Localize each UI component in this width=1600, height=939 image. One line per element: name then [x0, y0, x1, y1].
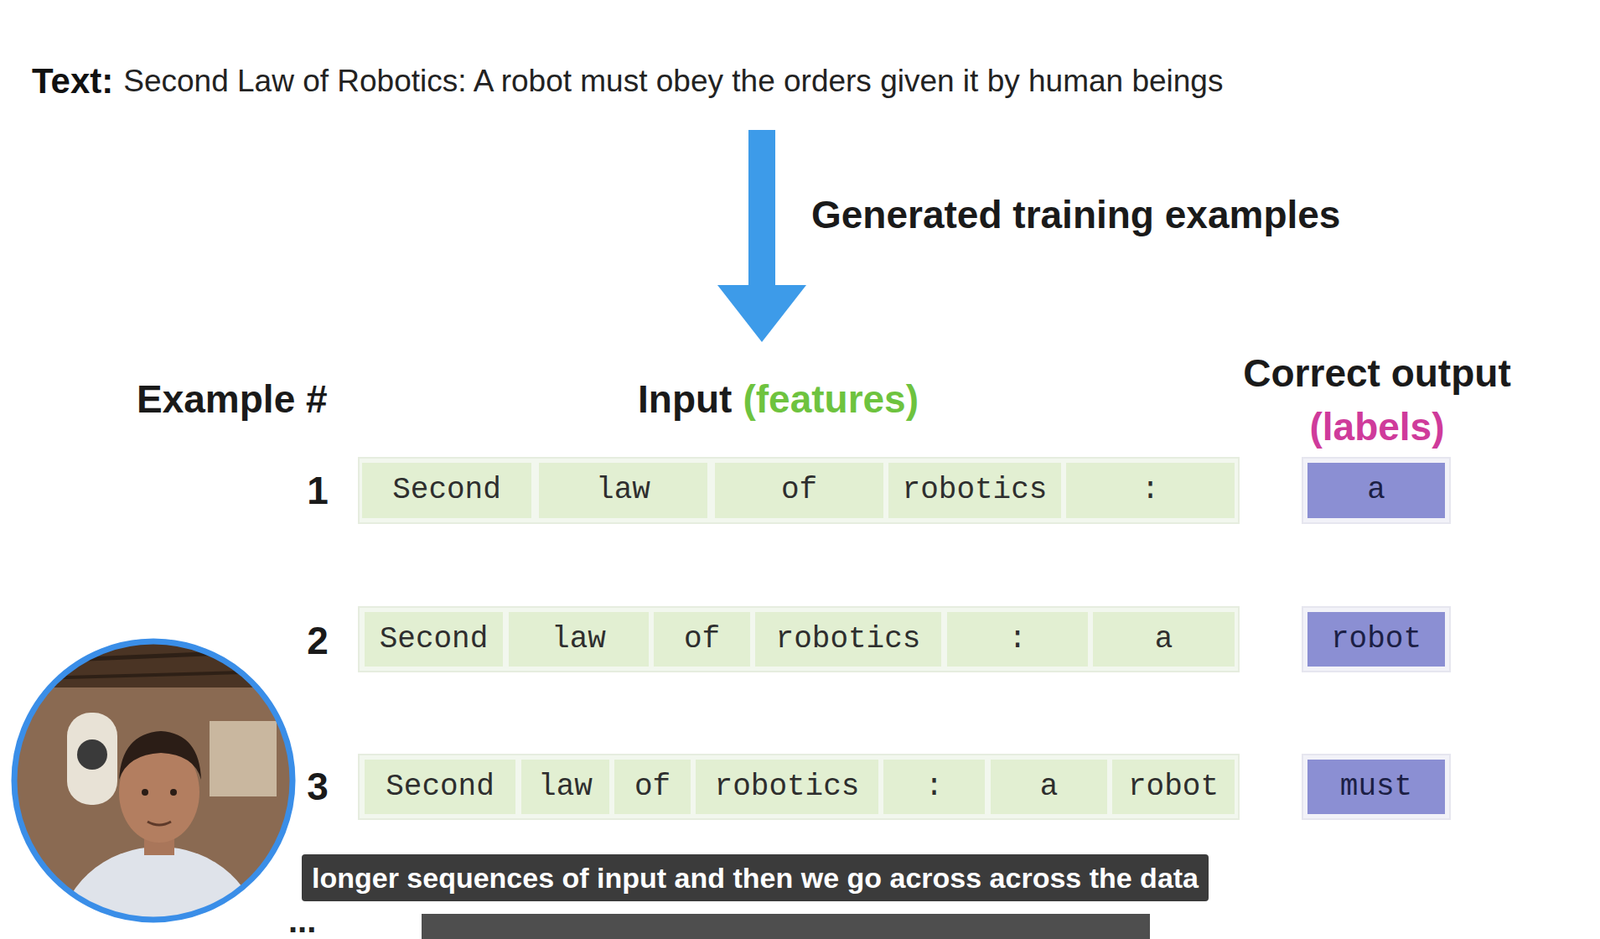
- token-text: a: [1154, 622, 1174, 657]
- presenter-video: [8, 636, 302, 939]
- example-number: 3: [306, 763, 329, 810]
- token-text: a: [1040, 770, 1059, 804]
- label-token: robot: [1307, 611, 1445, 667]
- token-text: Second: [392, 473, 502, 508]
- label-token: a: [1307, 462, 1445, 518]
- input-token: a: [990, 759, 1108, 814]
- video-ring: [14, 641, 293, 920]
- input-token: robot: [1112, 759, 1235, 814]
- input-token: Second: [362, 462, 532, 518]
- input-token: Second: [364, 759, 516, 814]
- input-token: of: [653, 611, 751, 667]
- input-token: robotics: [888, 462, 1062, 518]
- token-text: Second: [379, 622, 489, 657]
- label-frame: [1302, 754, 1450, 819]
- input-token: of: [714, 462, 884, 518]
- token-text: Second: [385, 770, 495, 804]
- label-token: must: [1307, 759, 1445, 814]
- label-frame: [1302, 457, 1450, 523]
- input-token: law: [538, 462, 708, 518]
- column-header: Input: [637, 376, 732, 423]
- column-header: Example #: [136, 376, 328, 423]
- token-text: a: [1366, 473, 1386, 508]
- input-token: robotics: [755, 611, 942, 667]
- input-band: [358, 457, 1239, 523]
- token-text: :: [1008, 622, 1027, 657]
- token-text: law: [538, 770, 593, 804]
- token-text: robotics: [714, 770, 860, 804]
- token-text: robotics: [902, 473, 1048, 508]
- token-text: robotics: [776, 622, 922, 657]
- arrow-head: [717, 284, 807, 342]
- arrow-shaft: [748, 129, 776, 290]
- token-text: :: [1141, 473, 1160, 508]
- input-band: [358, 754, 1239, 819]
- source-sentence: Second Law of Robotics: A robot must obe…: [123, 62, 1223, 100]
- column-subheader: (labels): [1309, 403, 1445, 451]
- subtitle-bar: [421, 913, 1150, 939]
- example-number: 2: [306, 617, 329, 664]
- column-header: Correct output: [1242, 350, 1511, 397]
- token-text: must: [1340, 770, 1413, 804]
- input-token: robotics: [695, 759, 879, 814]
- input-token: :: [1066, 462, 1235, 518]
- label-frame: [1302, 606, 1450, 672]
- token-text: law: [551, 622, 606, 657]
- token-text: of: [634, 770, 671, 804]
- input-token: :: [947, 611, 1088, 667]
- token-text: of: [781, 473, 818, 508]
- input-band: [358, 606, 1239, 672]
- example-number: 1: [306, 467, 329, 514]
- token-text: robot: [1128, 770, 1219, 804]
- input-token: law: [521, 759, 610, 814]
- token-text: :: [925, 770, 944, 804]
- ellipsis: ...: [288, 900, 316, 939]
- token-text: of: [683, 622, 720, 657]
- input-token: of: [614, 759, 691, 814]
- input-token: law: [508, 611, 649, 667]
- token-text: robot: [1330, 622, 1422, 657]
- column-subheader: (features): [742, 376, 919, 423]
- text-heading: Text:: [31, 60, 114, 103]
- input-token: Second: [364, 611, 503, 667]
- subtitle: longer sequences of input and then we go…: [301, 854, 1209, 902]
- input-token: :: [883, 759, 985, 814]
- step-caption: Generated training examples: [811, 191, 1341, 239]
- token-text: law: [595, 473, 651, 508]
- input-token: a: [1092, 611, 1235, 667]
